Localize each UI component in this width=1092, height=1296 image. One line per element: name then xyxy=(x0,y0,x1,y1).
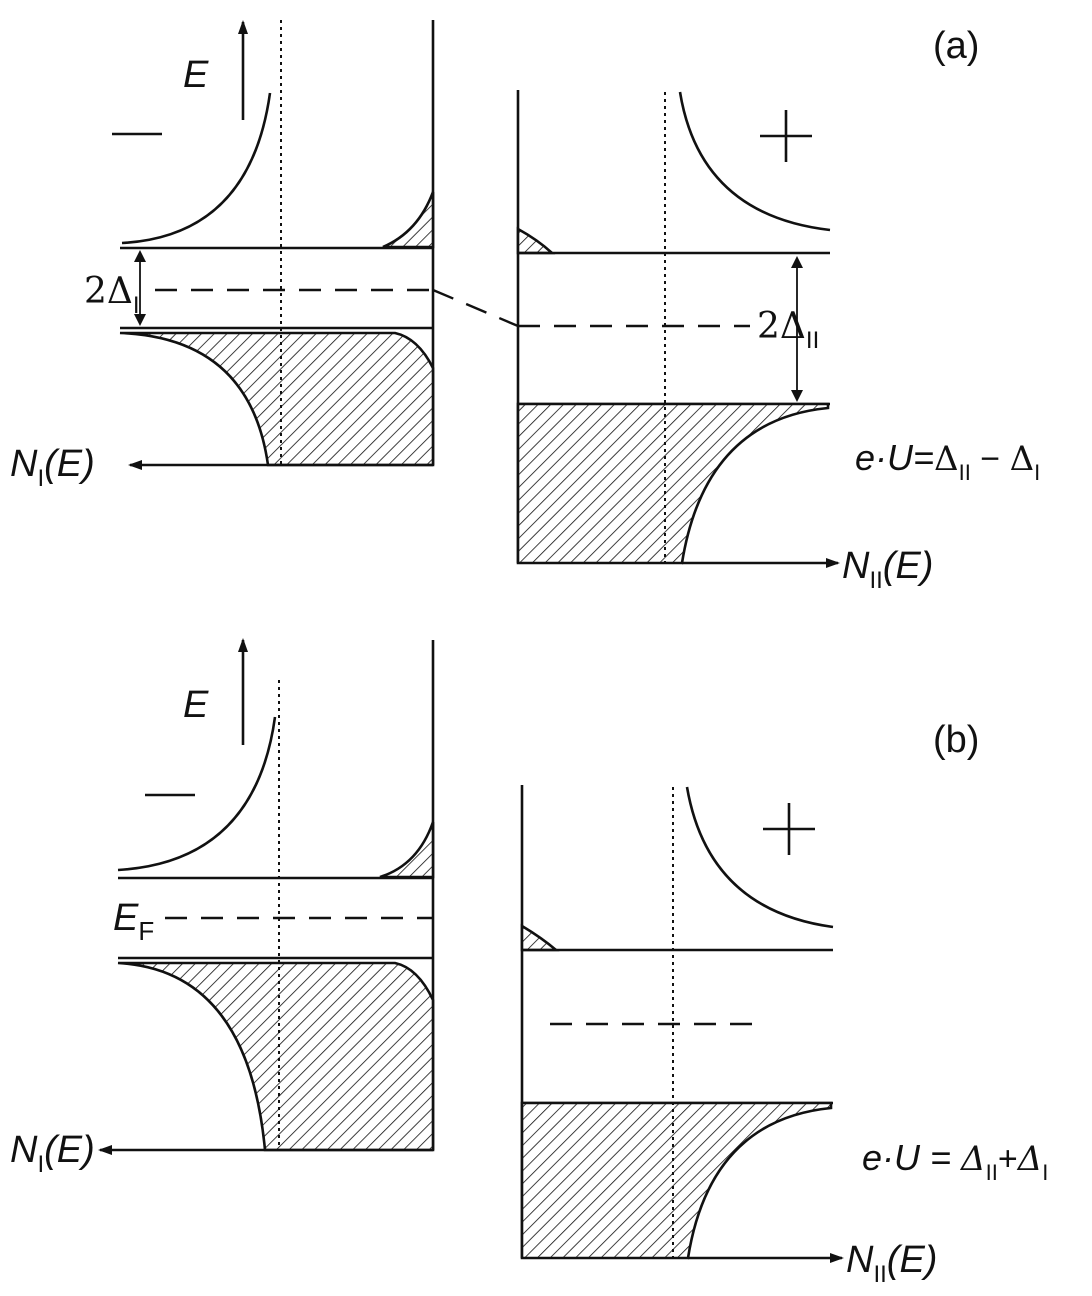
panel-b: (b) E EF NI(E) xyxy=(10,638,1048,1288)
fermi-level-offset-connector xyxy=(432,288,519,328)
n-ii-axis-label: NII(E) xyxy=(842,545,933,594)
panel-b-label: (b) xyxy=(933,719,979,761)
thermal-quasiparticle-peak xyxy=(382,191,435,249)
occupied-states xyxy=(119,331,435,467)
n-ii-axis-label: NII(E) xyxy=(846,1239,937,1288)
voltage-equation: e·U = ΔII+ΔI xyxy=(862,1137,1048,1185)
superconductor-i-dos: 2ΔI NI(E) xyxy=(10,20,435,492)
occupied-states xyxy=(117,961,435,1152)
fermi-level-label: EF xyxy=(113,897,154,946)
superconductor-ii-dos: NII(E) xyxy=(520,785,937,1288)
voltage-equation: e·U=ΔII − ΔI xyxy=(855,437,1040,485)
upper-coherence-peak xyxy=(117,716,277,872)
n-i-axis-label: NI(E) xyxy=(10,1129,95,1178)
thermal-quasiparticle-peak xyxy=(520,923,560,952)
panel-a: (a) E 2ΔI NI(E) xyxy=(10,20,1040,594)
upper-coherence-peak xyxy=(678,91,831,232)
superconductor-i-dos: EF NI(E) xyxy=(10,640,435,1178)
occupied-states xyxy=(520,1101,833,1260)
gap-label-ii: 2ΔII xyxy=(757,306,819,354)
thermal-quasiparticle-peak xyxy=(379,821,435,879)
superconductor-ii-dos: 2ΔII NII(E) xyxy=(516,90,933,594)
thermal-quasiparticle-peak xyxy=(516,226,556,255)
upper-coherence-peak xyxy=(685,786,834,929)
energy-axis-label: E xyxy=(183,54,209,96)
energy-axis-label: E xyxy=(183,684,209,726)
occupied-states xyxy=(516,402,830,565)
gap-label-i: 2ΔI xyxy=(84,271,140,319)
n-i-axis-label: NI(E) xyxy=(10,443,95,492)
panel-a-label: (a) xyxy=(933,25,979,67)
plus-sign xyxy=(760,110,812,162)
upper-coherence-peak xyxy=(121,92,272,245)
plus-sign xyxy=(763,803,815,855)
